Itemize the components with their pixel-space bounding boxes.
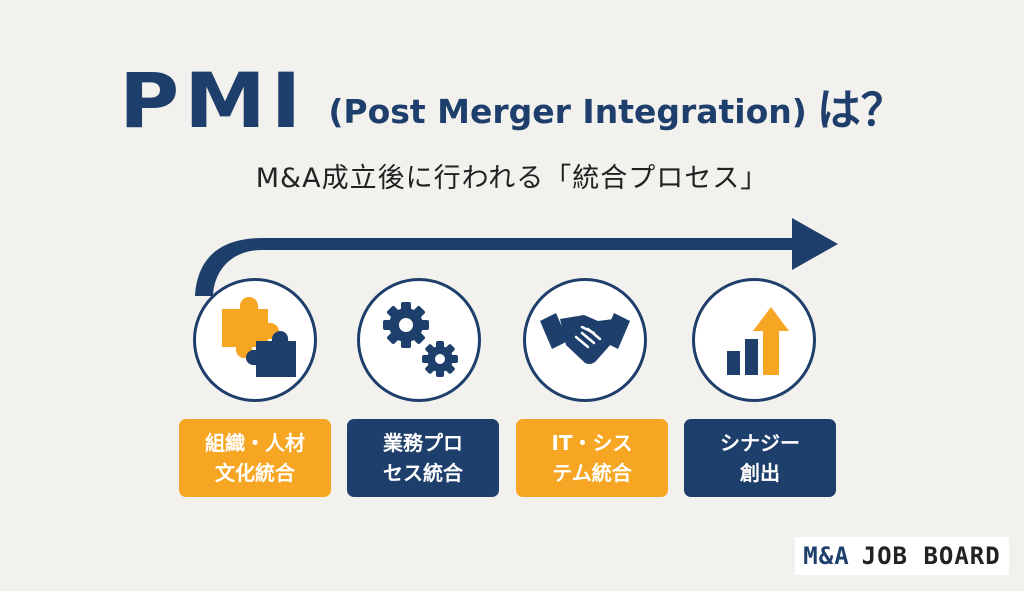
brand-part2: JOB BOARD	[861, 542, 1001, 570]
handshake-icon	[540, 313, 630, 364]
step-4-circle	[692, 278, 816, 402]
step-1-line2: 文化統合	[215, 461, 295, 485]
title-sub: (Post Merger Integration)	[328, 92, 807, 131]
puzzle-icon	[222, 297, 296, 377]
page-title: PMI (Post Merger Integration) は？	[0, 58, 1024, 140]
step-4-line2: 創出	[740, 461, 780, 485]
step-2-circle	[357, 278, 481, 402]
subtitle: M&A成立後に行われる「統合プロセス」	[255, 163, 769, 194]
step-2-line1: 業務プロ	[383, 431, 463, 455]
step-4-label: シナジー 創出	[684, 419, 836, 497]
step-3-line1: IT・シス	[551, 431, 633, 455]
step-1-label: 組織・人材 文化統合	[179, 419, 331, 497]
step-1-line1: 組織・人材	[205, 431, 305, 455]
title-suffix: は？	[816, 85, 905, 136]
step-4-line1: シナジー	[720, 431, 800, 455]
step-2-label: 業務プロ セス統合	[347, 419, 499, 497]
process-arrow	[195, 218, 838, 296]
step-2-line2: セス統合	[383, 461, 463, 485]
gears-icon	[383, 302, 458, 377]
step-1-circle	[193, 278, 317, 402]
brand-part1: M&A	[803, 542, 850, 570]
brand-logo: M&A JOB BOARD	[795, 537, 1009, 575]
title-main: PMI	[119, 58, 307, 146]
step-3-circle	[523, 278, 647, 402]
growth-chart-icon	[727, 307, 789, 375]
step-3-line2: テム統合	[552, 461, 632, 485]
step-3-label: IT・シス テム統合	[516, 419, 668, 497]
